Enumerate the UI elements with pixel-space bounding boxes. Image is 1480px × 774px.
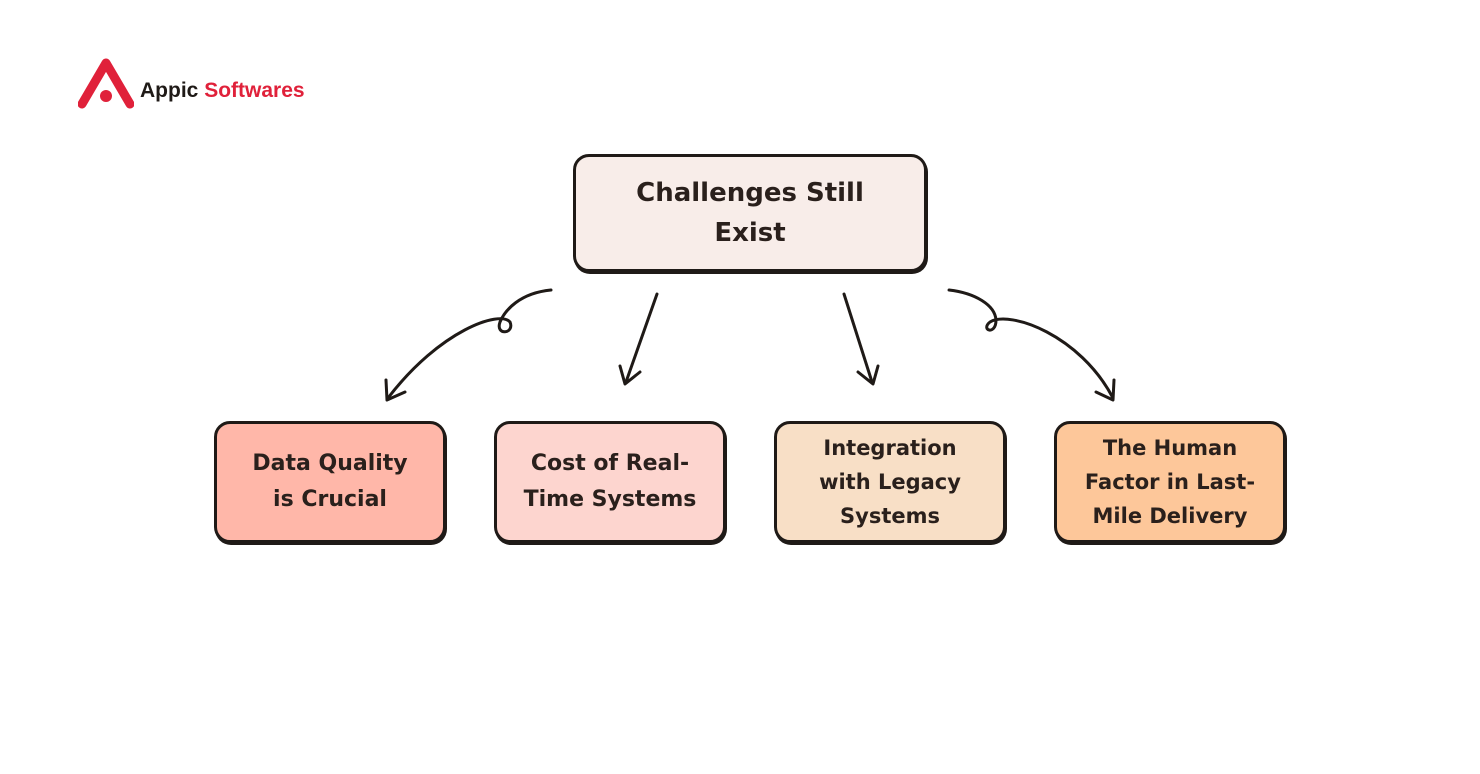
node-data-quality: Data Quality is Crucial [214, 421, 446, 543]
logo-text-appic: Appic [140, 79, 199, 102]
node-integration-legacy: Integration with Legacy Systems [774, 421, 1006, 543]
root-line: Exist [714, 218, 786, 248]
node-human-factor: The Human Factor in Last- Mile Delivery [1054, 421, 1286, 543]
node-line: Systems [840, 504, 940, 528]
root-line: Challenges Still [636, 178, 864, 208]
logo-text-softwares: Softwares [204, 79, 305, 102]
node-line: is Crucial [273, 487, 387, 512]
arrow-to-data-quality [384, 288, 553, 402]
node-line: The Human [1102, 436, 1238, 460]
logo-a-icon [78, 58, 134, 109]
root-node-challenges: Challenges Still Exist [573, 154, 927, 272]
arrow-to-cost [618, 292, 659, 386]
arrow-to-integration [842, 292, 880, 386]
arrow-to-human-factor [947, 288, 1116, 402]
node-line: Factor in Last- [1084, 470, 1256, 494]
appic-softwares-logo: Appic Softwares [78, 58, 305, 110]
node-line: Integration [823, 436, 957, 460]
node-line: Cost of Real- [530, 451, 690, 476]
node-line: Mile Delivery [1092, 504, 1248, 528]
node-line: Time Systems [523, 487, 697, 512]
node-cost-real-time: Cost of Real- Time Systems [494, 421, 726, 543]
node-line: Data Quality [252, 451, 408, 476]
node-line: with Legacy [819, 470, 961, 494]
